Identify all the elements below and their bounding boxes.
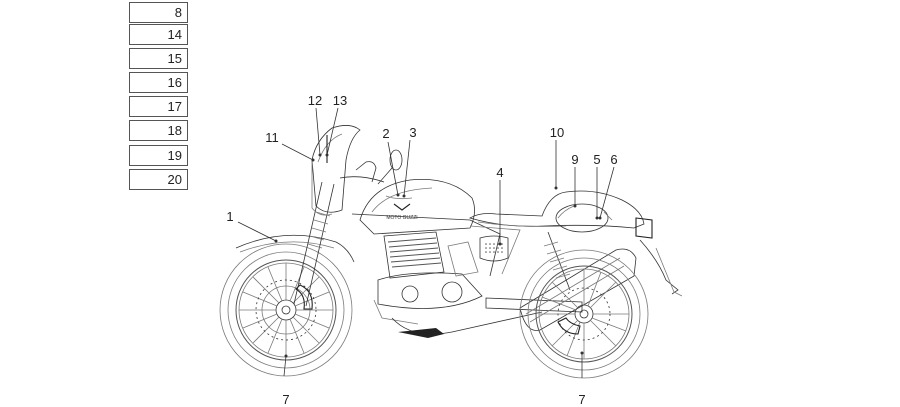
seat-tail bbox=[469, 190, 683, 297]
callout-7-rear: 7 bbox=[578, 392, 585, 407]
handlebar bbox=[339, 149, 403, 185]
swingarm bbox=[485, 297, 583, 313]
callout-2: 2 bbox=[382, 126, 389, 141]
callout-11: 11 bbox=[265, 130, 279, 145]
muffler bbox=[519, 248, 637, 331]
reference-cell: 8 bbox=[129, 2, 188, 23]
callout-3: 3 bbox=[409, 125, 416, 140]
side-cover bbox=[479, 235, 509, 262]
tail-light bbox=[635, 217, 653, 239]
front-fork bbox=[293, 181, 335, 307]
callout-6: 6 bbox=[610, 152, 617, 167]
frame bbox=[351, 213, 521, 277]
rear-wheel bbox=[519, 249, 649, 379]
reference-cell: 19 bbox=[129, 145, 188, 166]
leader-dots bbox=[274, 153, 602, 358]
callout-12: 12 bbox=[308, 93, 322, 108]
callout-13: 13 bbox=[333, 93, 347, 108]
reference-cell: 20 bbox=[129, 169, 188, 190]
callout-9: 9 bbox=[571, 152, 578, 167]
reference-cell: 17 bbox=[129, 96, 188, 117]
fuel-tank: MOTO GUZZI bbox=[359, 179, 475, 235]
engine bbox=[373, 231, 543, 338]
callout-5: 5 bbox=[593, 152, 600, 167]
front-fender bbox=[235, 234, 355, 263]
tank-logo-text: MOTO GUZZI bbox=[386, 215, 417, 221]
reference-cell: 16 bbox=[129, 72, 188, 93]
reference-cell: 18 bbox=[129, 120, 188, 141]
callout-1: 1 bbox=[226, 209, 233, 224]
side-cover-vents bbox=[485, 243, 503, 253]
leader-lines bbox=[237, 107, 615, 378]
mirror bbox=[389, 149, 403, 171]
reference-cell: 14 bbox=[129, 24, 188, 45]
reference-cell: 15 bbox=[129, 48, 188, 69]
callout-4: 4 bbox=[496, 165, 503, 180]
callout-7-front: 7 bbox=[282, 392, 289, 407]
side-plate bbox=[555, 203, 609, 233]
front-wheel bbox=[219, 243, 353, 377]
headlight-fairing bbox=[311, 125, 361, 216]
callout-10: 10 bbox=[550, 125, 564, 140]
tank-logo-icon bbox=[393, 203, 411, 211]
